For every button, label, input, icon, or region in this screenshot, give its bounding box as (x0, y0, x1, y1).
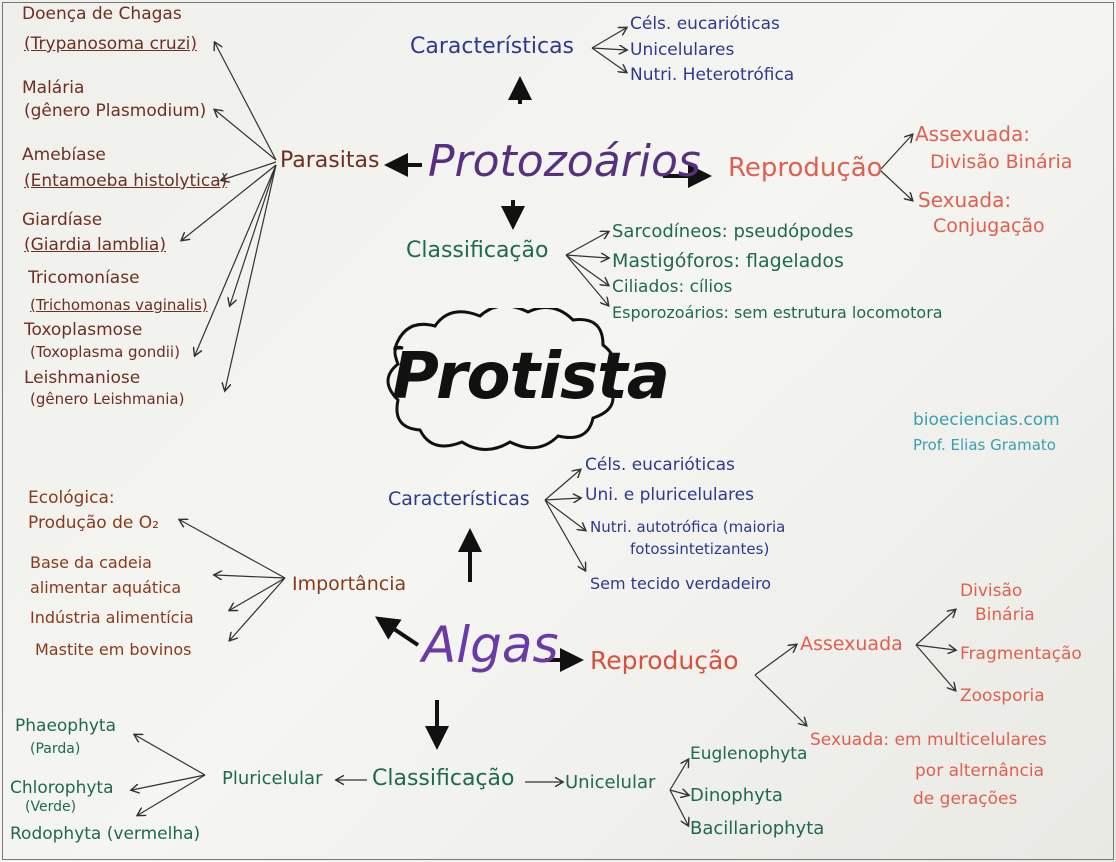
algas-classificacao: Classificação (372, 766, 515, 791)
protozoarios-classe: Mastigóforos: flagelados (612, 250, 844, 272)
protozoarios-caracteristicas: Características (410, 34, 575, 59)
credit-author: Prof. Elias Gramato (913, 436, 1056, 454)
algas-assexuada: Assexuada (800, 633, 903, 655)
algas-sexuada: de gerações (913, 789, 1018, 809)
parasita-doenca: Doença de Chagas (22, 4, 182, 24)
pluricelular-item: Rodophyta (vermelha) (10, 824, 201, 844)
protozoarios-carac-item: Unicelulares (630, 40, 735, 60)
importancia-item: Produção de O₂ (28, 513, 159, 533)
pluricelular-item: (Verde) (25, 799, 77, 815)
algas-pluricelular: Pluricelular (222, 768, 323, 789)
importancia-item: Base da cadeia (30, 553, 152, 572)
algas-assexuada-tipo: Divisão (960, 581, 1023, 601)
algas-assexuada-tipo: Binária (975, 605, 1035, 625)
protozoarios-classe: Ciliados: cílios (612, 277, 733, 297)
parasita-agente: (gênero Plasmodium) (24, 101, 207, 121)
protozoarios-classificacao: Classificação (406, 238, 549, 263)
central-topic: Protista (392, 340, 670, 414)
protozoarios-sexuada: Sexuada: (918, 188, 1012, 212)
algas-carac-item: Uni. e pluricelulares (585, 485, 754, 505)
parasita-doenca: Leishmaniose (24, 368, 141, 388)
unicelular-item: Euglenophyta (690, 744, 808, 764)
parasita-agente: (Giardia lamblia) (24, 235, 166, 255)
protozoarios-assexuada: Assexuada: (915, 122, 1030, 146)
algas-title: Algas (422, 616, 559, 674)
algas-sexuada: por alternância (915, 761, 1044, 781)
algas-assexuada-tipo: Fragmentação (960, 644, 1082, 664)
algas-carac-item: Céls. eucarióticas (585, 455, 735, 475)
importancia-item: alimentar aquática (30, 578, 182, 597)
importancia-item: Mastite em bovinos (35, 640, 192, 659)
parasita-agente: (Trichomonas vaginalis) (30, 296, 208, 314)
algas-unicelular: Unicelular (565, 772, 656, 793)
importancia-item: Indústria alimentícia (30, 608, 194, 627)
algas-assexuada-tipo: Zoosporia (960, 686, 1045, 706)
parasita-doenca: Amebíase (22, 145, 106, 165)
protozoarios-classe: Sarcodíneos: pseudópodes (612, 221, 854, 242)
cloud-shape (386, 308, 616, 451)
parasita-agente: (gênero Leishmania) (30, 390, 185, 408)
parasita-agente: (Trypanosoma cruzi) (24, 34, 197, 54)
protozoarios-reproducao: Reprodução (728, 153, 883, 183)
algas-sexuada: Sexuada: em multicelulares (810, 730, 1047, 750)
parasita-doenca: Giardíase (22, 210, 103, 230)
unicelular-item: Dinophyta (690, 785, 783, 806)
protozoarios-carac-item: Nutri. Heterotrófica (630, 65, 795, 85)
algas-carac-item: Sem tecido verdadeiro (590, 574, 772, 593)
protozoarios-assexuada-tipo: Divisão Binária (930, 151, 1073, 173)
algas-caracteristicas: Características (388, 488, 530, 510)
algas-reproducao: Reprodução (590, 646, 739, 675)
algas-carac-item: fotossintetizantes) (630, 540, 770, 558)
parasita-doenca: Tricomoníase (28, 268, 140, 288)
algas-carac-item: Nutri. autotrófica (maioria (590, 518, 786, 536)
pluricelular-item: (Parda) (30, 741, 81, 757)
pluricelular-item: Phaeophyta (15, 716, 117, 736)
protozoarios-title: Protozoários (428, 136, 701, 187)
parasita-doenca: Toxoplasmose (24, 320, 143, 340)
parasita-agente: (Toxoplasma gondii) (30, 343, 180, 361)
importancia-item: Ecológica: (28, 488, 115, 508)
parasitas-label: Parasitas (280, 148, 380, 173)
protozoarios-sexuada-tipo: Conjugação (933, 215, 1045, 237)
unicelular-item: Bacillariophyta (690, 818, 825, 839)
protozoarios-carac-item: Céls. eucarióticas (630, 14, 780, 34)
protozoarios-classe: Esporozoários: sem estrutura locomotora (612, 303, 943, 322)
credit-site: bioeciencias.com (913, 410, 1060, 430)
pluricelular-item: Chlorophyta (10, 778, 114, 798)
parasita-doenca: Malária (22, 78, 85, 98)
parasita-agente: (Entamoeba histolytica) (24, 171, 228, 191)
algas-importancia: Importância (292, 573, 407, 595)
